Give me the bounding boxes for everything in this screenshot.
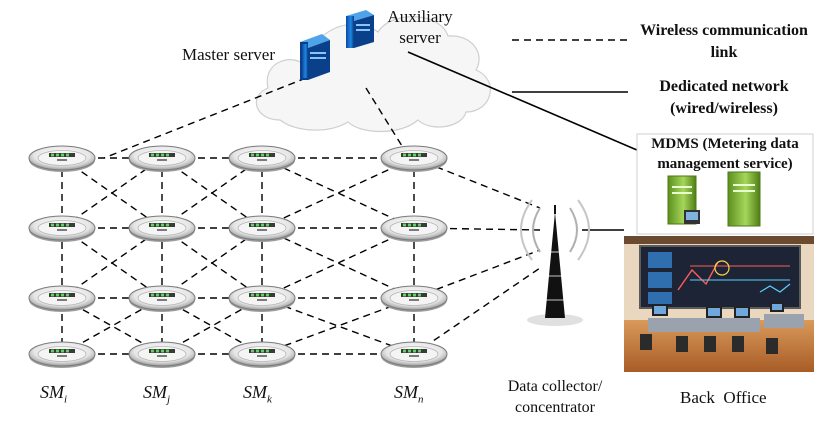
back-office-label: Back Office <box>680 388 767 407</box>
back-office-room <box>624 236 814 372</box>
smart-meter-icon <box>28 145 96 173</box>
smart-meter-icon <box>228 341 296 369</box>
mdms-server-icon-2 <box>727 171 761 227</box>
smart-meter-icon <box>228 215 296 243</box>
solid-link-server-mdms <box>407 51 638 151</box>
smart-meter-icon <box>228 145 296 173</box>
mdms-label: MDMS (Metering data management service) <box>651 136 799 172</box>
master-server-label: Master server <box>182 45 275 64</box>
smart-meter-icon <box>128 341 196 369</box>
mdms-server-icon-1 <box>667 175 700 225</box>
smart-meter-icon <box>28 215 96 243</box>
meter-label-n: SMn <box>394 382 424 406</box>
smart-meter-icon <box>128 285 196 313</box>
smart-meter-icon <box>28 285 96 313</box>
meter-label-k: SMk <box>243 382 272 406</box>
legend-dedicated-label: Dedicated network (wired/wireless) <box>659 78 789 117</box>
meter-label-i: SMi <box>40 382 68 406</box>
smart-meter-icon <box>128 215 196 243</box>
smart-meter-icon <box>380 145 448 173</box>
auxiliary-server-label: Auxiliary server <box>387 7 453 47</box>
smart-meter-icon <box>128 145 196 173</box>
smart-meter-icon <box>228 285 296 313</box>
data-collector-label: Data collector/ concentrator <box>507 378 603 416</box>
mdms-box <box>636 133 814 235</box>
smart-meter-icon <box>28 341 96 369</box>
smart-meter-icon <box>380 341 448 369</box>
master-server-icon <box>300 34 330 80</box>
legend-wireless-label: Wireless communication link <box>640 22 808 61</box>
data-collector-tower-icon <box>520 199 590 326</box>
meter-label-j: SMj <box>143 382 171 406</box>
auxiliary-server-icon <box>346 10 374 48</box>
smart-meter-icon <box>380 215 448 243</box>
smart-meter-icon <box>380 285 448 313</box>
